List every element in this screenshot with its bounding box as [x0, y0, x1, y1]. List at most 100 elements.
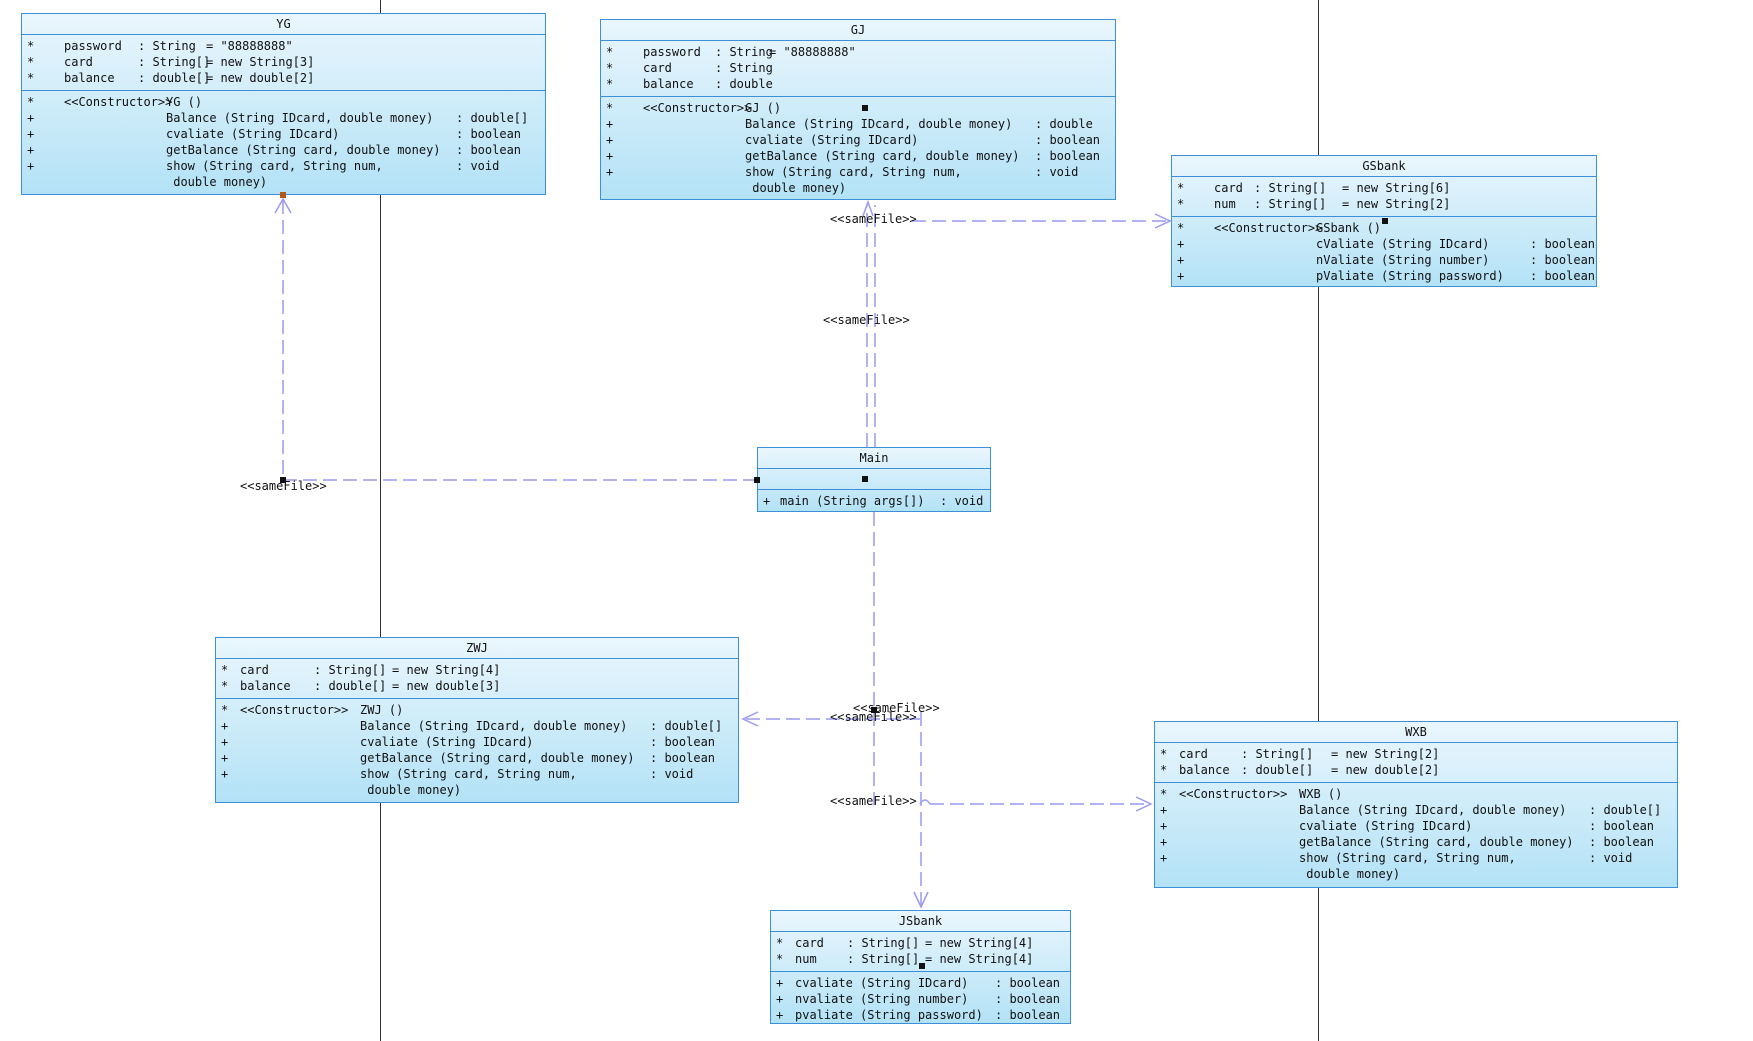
operation-sig: Balance (String IDcard, double money) [745, 117, 1013, 131]
operation-vis: + [776, 992, 784, 1006]
operation-row: +cValiate (String IDcard): boolean [1172, 236, 1596, 252]
operation-sig: WXB () [1299, 787, 1343, 801]
operation-sig: cvaliate (String IDcard) [360, 735, 534, 749]
operation-vis: + [763, 494, 771, 508]
attribute-name: balance [643, 77, 694, 91]
anchor-yg-corner [280, 477, 286, 483]
attribute-row: *balance: double [601, 76, 1115, 92]
operation-sig: cvaliate (String IDcard) [1299, 819, 1473, 833]
attribute-name: balance [240, 679, 291, 693]
samefile-label-yg: <<sameFile>> [240, 479, 327, 493]
operation-ret: : void [456, 159, 500, 173]
attribute-name: password [64, 39, 122, 53]
connector-main-to-yg [282, 200, 757, 481]
attribute-type: : String[] [1241, 747, 1314, 761]
class-jsbank-operations: +cvaliate (String IDcard): boolean+nvali… [771, 972, 1070, 1027]
operation-row: *<<Constructor>>GJ () [601, 100, 1115, 116]
operation-vis: + [27, 159, 35, 173]
operation-row: +getBalance (String card, double money):… [1155, 834, 1677, 850]
class-wxb-attributes: *card: String[]= new String[2]*balance: … [1155, 743, 1677, 783]
operation-row: +show (String card, String num,: void [1155, 850, 1677, 866]
attribute-init: = new String[6] [1342, 181, 1451, 195]
operation-ret: : boolean [1589, 835, 1655, 849]
attribute-type: : String[] [314, 663, 387, 677]
attribute-type: : String [715, 45, 773, 59]
operation-vis: + [606, 149, 614, 163]
operation-sig: show (String card, String num, [166, 159, 383, 173]
class-gj-attributes: *password: String= "88888888"*card: Stri… [601, 41, 1115, 97]
samefile-label-gj-top: <<sameFile>> [830, 212, 917, 226]
class-zwj[interactable]: ZWJ *card: String[]= new String[4]*balan… [215, 637, 739, 803]
attribute-name: num [795, 952, 817, 966]
attribute-name: card [795, 936, 824, 950]
operation-sig: Balance (String IDcard, double money) [166, 111, 434, 125]
operation-stereo: <<Constructor>> [1179, 787, 1288, 801]
operation-sig: getBalance (String card, double money) [360, 751, 635, 765]
attribute-vis: * [221, 679, 229, 693]
operation-row: +pvaliate (String password): boolean [771, 1007, 1070, 1023]
class-yg[interactable]: YG *password: String= "88888888"*card: S… [21, 13, 546, 195]
operation-ret: : void [1035, 165, 1079, 179]
operation-sig: double money) [745, 181, 847, 195]
attribute-name: card [1179, 747, 1208, 761]
operation-ret: : boolean [1035, 133, 1101, 147]
class-gj[interactable]: GJ *password: String= "88888888"*card: S… [600, 19, 1116, 200]
class-main-attributes [758, 469, 990, 490]
operation-row: +Balance (String IDcard, double money): … [22, 110, 545, 126]
anchor-mid [871, 707, 877, 713]
operation-row: +getBalance (String card, double money):… [601, 148, 1115, 164]
operation-row: double money) [601, 180, 1115, 196]
operation-ret: : void [940, 494, 984, 508]
attribute-name: card [64, 55, 93, 69]
samefile-label-overlap: <<sameFile>> [853, 701, 940, 715]
class-main[interactable]: Main +main (String args[]): void [757, 447, 991, 512]
operation-sig: show (String card, String num, [1299, 851, 1516, 865]
operation-ret: : boolean [1589, 819, 1655, 833]
attribute-init: = new double[2] [1331, 763, 1440, 777]
attribute-row: *password: String= "88888888" [601, 44, 1115, 60]
attribute-row: *card: String [601, 60, 1115, 76]
operation-vis: + [221, 719, 229, 733]
attribute-type: : String[] [847, 952, 920, 966]
anchor-jsbank [919, 963, 925, 969]
operation-vis: * [1177, 221, 1185, 235]
arrowhead-jsbank [913, 891, 929, 909]
connector-curve-wxb [919, 799, 931, 805]
attribute-type: : double[] [138, 71, 211, 85]
operation-ret: : double[] [1589, 803, 1662, 817]
operation-ret: : double[] [456, 111, 529, 125]
operation-row: +show (String card, String num,: void [216, 766, 738, 782]
operation-vis: + [1160, 803, 1168, 817]
operation-sig: GSbank () [1316, 221, 1382, 235]
attribute-type: : double[] [314, 679, 387, 693]
anchor-gsbank [1382, 218, 1388, 224]
operation-row: +cvaliate (String IDcard): boolean [216, 734, 738, 750]
operation-ret: : boolean [456, 127, 522, 141]
class-gsbank-attributes: *card: String[]= new String[6]*num: Stri… [1172, 177, 1596, 217]
attribute-row: *num: String[]= new String[4] [771, 951, 1070, 967]
operation-row: + show (String card, String num, : void [22, 158, 545, 174]
attribute-row: *balance: double[]= new double[3] [216, 678, 738, 694]
class-wxb[interactable]: WXB *card: String[]= new String[2]*balan… [1154, 721, 1678, 888]
class-gsbank-operations: *<<Constructor>>GSbank ()+cValiate (Stri… [1172, 217, 1596, 288]
attribute-name: password [643, 45, 701, 59]
attribute-vis: * [1160, 747, 1168, 761]
attribute-vis: * [1177, 181, 1185, 195]
operation-sig: show (String card, String num, [745, 165, 962, 179]
samefile-label-gj-mid: <<sameFile>> [823, 313, 910, 327]
operation-vis: + [221, 735, 229, 749]
operation-vis: * [27, 95, 35, 109]
operation-sig: cvaliate (String IDcard) [745, 133, 919, 147]
operation-sig: double money) [360, 783, 462, 797]
attribute-vis: * [27, 39, 35, 53]
attribute-vis: * [776, 936, 784, 950]
operation-row: double money) [22, 174, 545, 190]
class-wxb-operations: *<<Constructor>>WXB ()+Balance (String I… [1155, 783, 1677, 886]
attribute-init: = new String[4] [392, 663, 501, 677]
operation-stereo: <<Constructor>> [240, 703, 349, 717]
attribute-name: num [1214, 197, 1236, 211]
operation-ret: : boolean [1035, 149, 1101, 163]
class-main-operations: +main (String args[]): void [758, 490, 990, 513]
arrowhead-gsbank [1154, 213, 1172, 229]
attribute-init: = new double[2] [206, 71, 315, 85]
